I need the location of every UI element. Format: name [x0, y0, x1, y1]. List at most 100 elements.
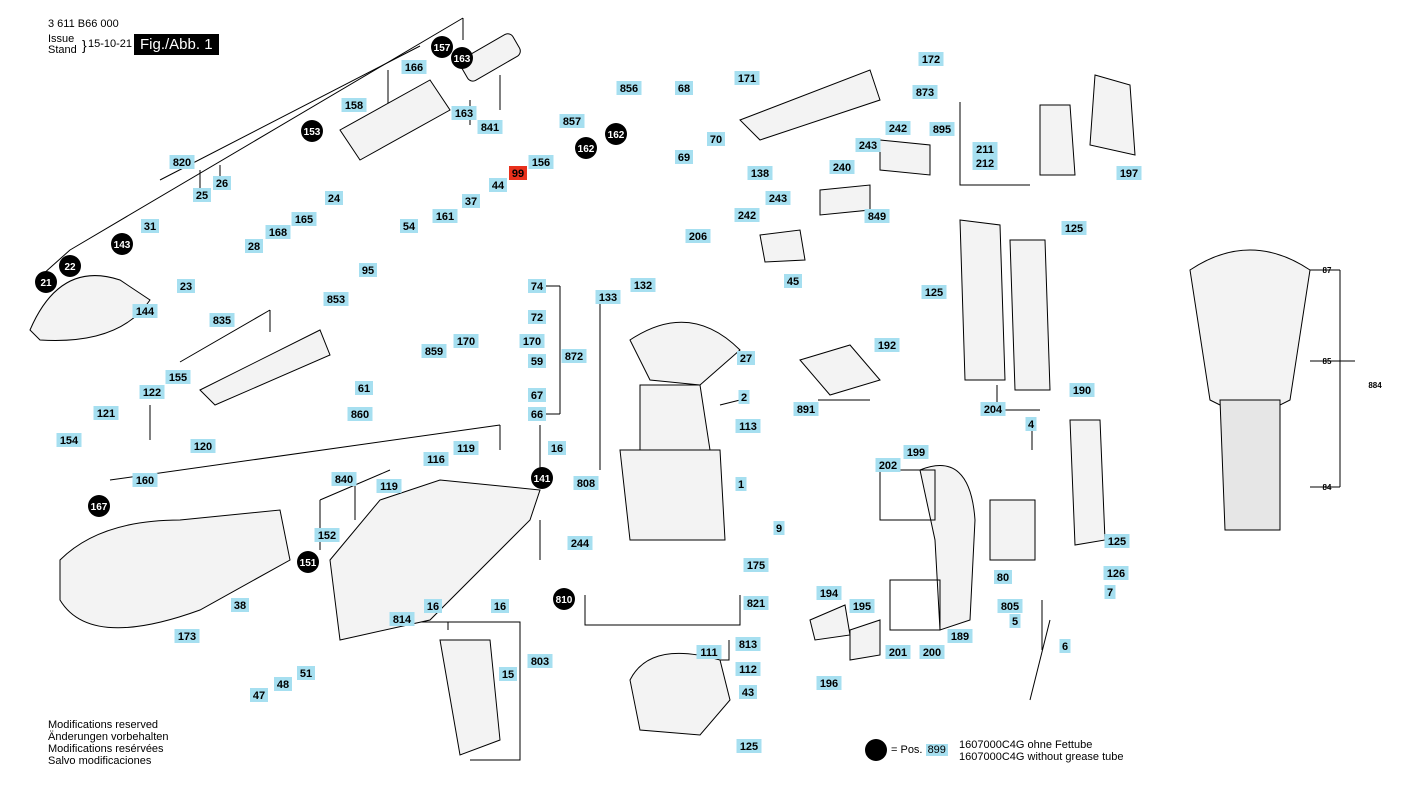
- part-callout-111: 111: [696, 645, 722, 659]
- label-box: [1061, 221, 1087, 235]
- part-callout-853: 853: [323, 292, 349, 306]
- label-box: [359, 263, 377, 277]
- part-number-37: 37: [465, 196, 477, 208]
- part-number-126: 126: [1107, 568, 1125, 580]
- part-number-891: 891: [797, 404, 815, 416]
- label-box: [918, 52, 944, 66]
- part-number-212: 212: [976, 158, 994, 170]
- label-box: [816, 586, 842, 600]
- part-callout-80: 80: [994, 570, 1012, 584]
- label-box: [616, 81, 642, 95]
- part-number-2: 2: [741, 392, 747, 404]
- part-number-16: 16: [427, 601, 439, 613]
- callout-dot-icon: [605, 123, 627, 145]
- part-callout-1: 1: [735, 477, 747, 491]
- part-number-805: 805: [1001, 601, 1019, 613]
- part-callout-126: 126: [1103, 566, 1129, 580]
- label-box: [139, 385, 165, 399]
- part-number-821: 821: [747, 598, 765, 610]
- part-number-170: 170: [523, 336, 541, 348]
- part-callout-244: 244: [567, 536, 593, 550]
- part-callout-835: 835: [209, 313, 235, 327]
- label-box: [528, 279, 546, 293]
- label-box: [331, 472, 357, 486]
- label-box: [169, 155, 195, 169]
- part-number-841: 841: [481, 122, 499, 134]
- part-callout-51: 51: [297, 666, 315, 680]
- callout-dot-icon: [301, 120, 323, 142]
- part-callout-189: 189: [947, 629, 973, 643]
- part-callout-860: 860: [347, 407, 373, 421]
- label-box: [400, 219, 418, 233]
- label-box: [528, 407, 546, 421]
- part-number-204: 204: [984, 404, 1003, 416]
- callout-dot-icon: [451, 47, 473, 69]
- part-callout-820: 820: [169, 155, 195, 169]
- label-box: [341, 98, 367, 112]
- label-box: [141, 219, 159, 233]
- part-number-122: 122: [143, 387, 161, 399]
- part-callout-7: 7: [1104, 585, 1116, 599]
- label-box: [630, 278, 656, 292]
- part-number-138: 138: [751, 168, 769, 180]
- callout-dot-icon: [575, 137, 597, 159]
- part-callout-67: 67: [528, 388, 546, 402]
- part-number-144: 144: [136, 306, 155, 318]
- part-callout-5: 5: [1009, 614, 1021, 628]
- part-number-813: 813: [739, 639, 757, 651]
- part-callout-133: 133: [595, 290, 621, 304]
- legend-description: 1607000C4G ohne Fettube 1607000C4G witho…: [959, 739, 1124, 763]
- part-number-119: 119: [457, 443, 475, 455]
- label-box: [921, 285, 947, 299]
- label-box: [773, 521, 785, 535]
- part-number-166: 166: [405, 62, 423, 74]
- part-number-853: 853: [327, 294, 345, 306]
- label-box: [451, 106, 477, 120]
- part-number-810: 810: [556, 595, 573, 606]
- label-box: [735, 419, 761, 433]
- part-callout-242: 242: [734, 208, 760, 222]
- part-number-133: 133: [599, 292, 617, 304]
- part-callout-170: 170: [453, 334, 479, 348]
- part-callout-44: 44: [489, 178, 507, 192]
- part-number-206: 206: [689, 231, 707, 243]
- label-box: [919, 645, 945, 659]
- part-callout-158: 158: [341, 98, 367, 112]
- label-box: [994, 570, 1012, 584]
- label-box: [707, 132, 725, 146]
- part-number-95: 95: [362, 265, 374, 277]
- label-box: [875, 458, 901, 472]
- label-box: [347, 407, 373, 421]
- part-number-167: 167: [91, 502, 108, 513]
- part-number-44: 44: [492, 180, 505, 192]
- part-number-154: 154: [60, 435, 79, 447]
- legend-desc-en: 1607000C4G without grease tube: [959, 751, 1124, 763]
- legend-desc-de: 1607000C4G ohne Fettube: [959, 739, 1093, 751]
- part-callout-162: 162: [575, 137, 597, 159]
- part-number-9: 9: [776, 523, 782, 535]
- part-callout-23: 23: [177, 279, 195, 293]
- part-number-242: 242: [889, 123, 907, 135]
- part-number-25: 25: [196, 190, 208, 202]
- part-number-141: 141: [534, 474, 551, 485]
- part-callout-152: 152: [314, 528, 340, 542]
- part-number-243: 243: [859, 140, 877, 152]
- part-number-143: 143: [114, 240, 131, 251]
- label-box: [903, 445, 929, 459]
- part-number-162: 162: [608, 130, 625, 141]
- legend-equals: = Pos. 899: [891, 744, 948, 756]
- label-box: [567, 536, 593, 550]
- part-callout-872: 872: [561, 349, 587, 363]
- label-box: [132, 304, 158, 318]
- label-box: [855, 138, 881, 152]
- label-box: [453, 334, 479, 348]
- note-fr: Modifications resérvées: [48, 743, 164, 755]
- label-box: [528, 354, 546, 368]
- label-box: [193, 188, 211, 202]
- label-box: [1025, 417, 1037, 431]
- part-number-835: 835: [213, 315, 231, 327]
- part-callout-22: 22: [59, 255, 81, 277]
- part-callout-202: 202: [875, 458, 901, 472]
- label-box: [675, 81, 693, 95]
- label-box: [947, 629, 973, 643]
